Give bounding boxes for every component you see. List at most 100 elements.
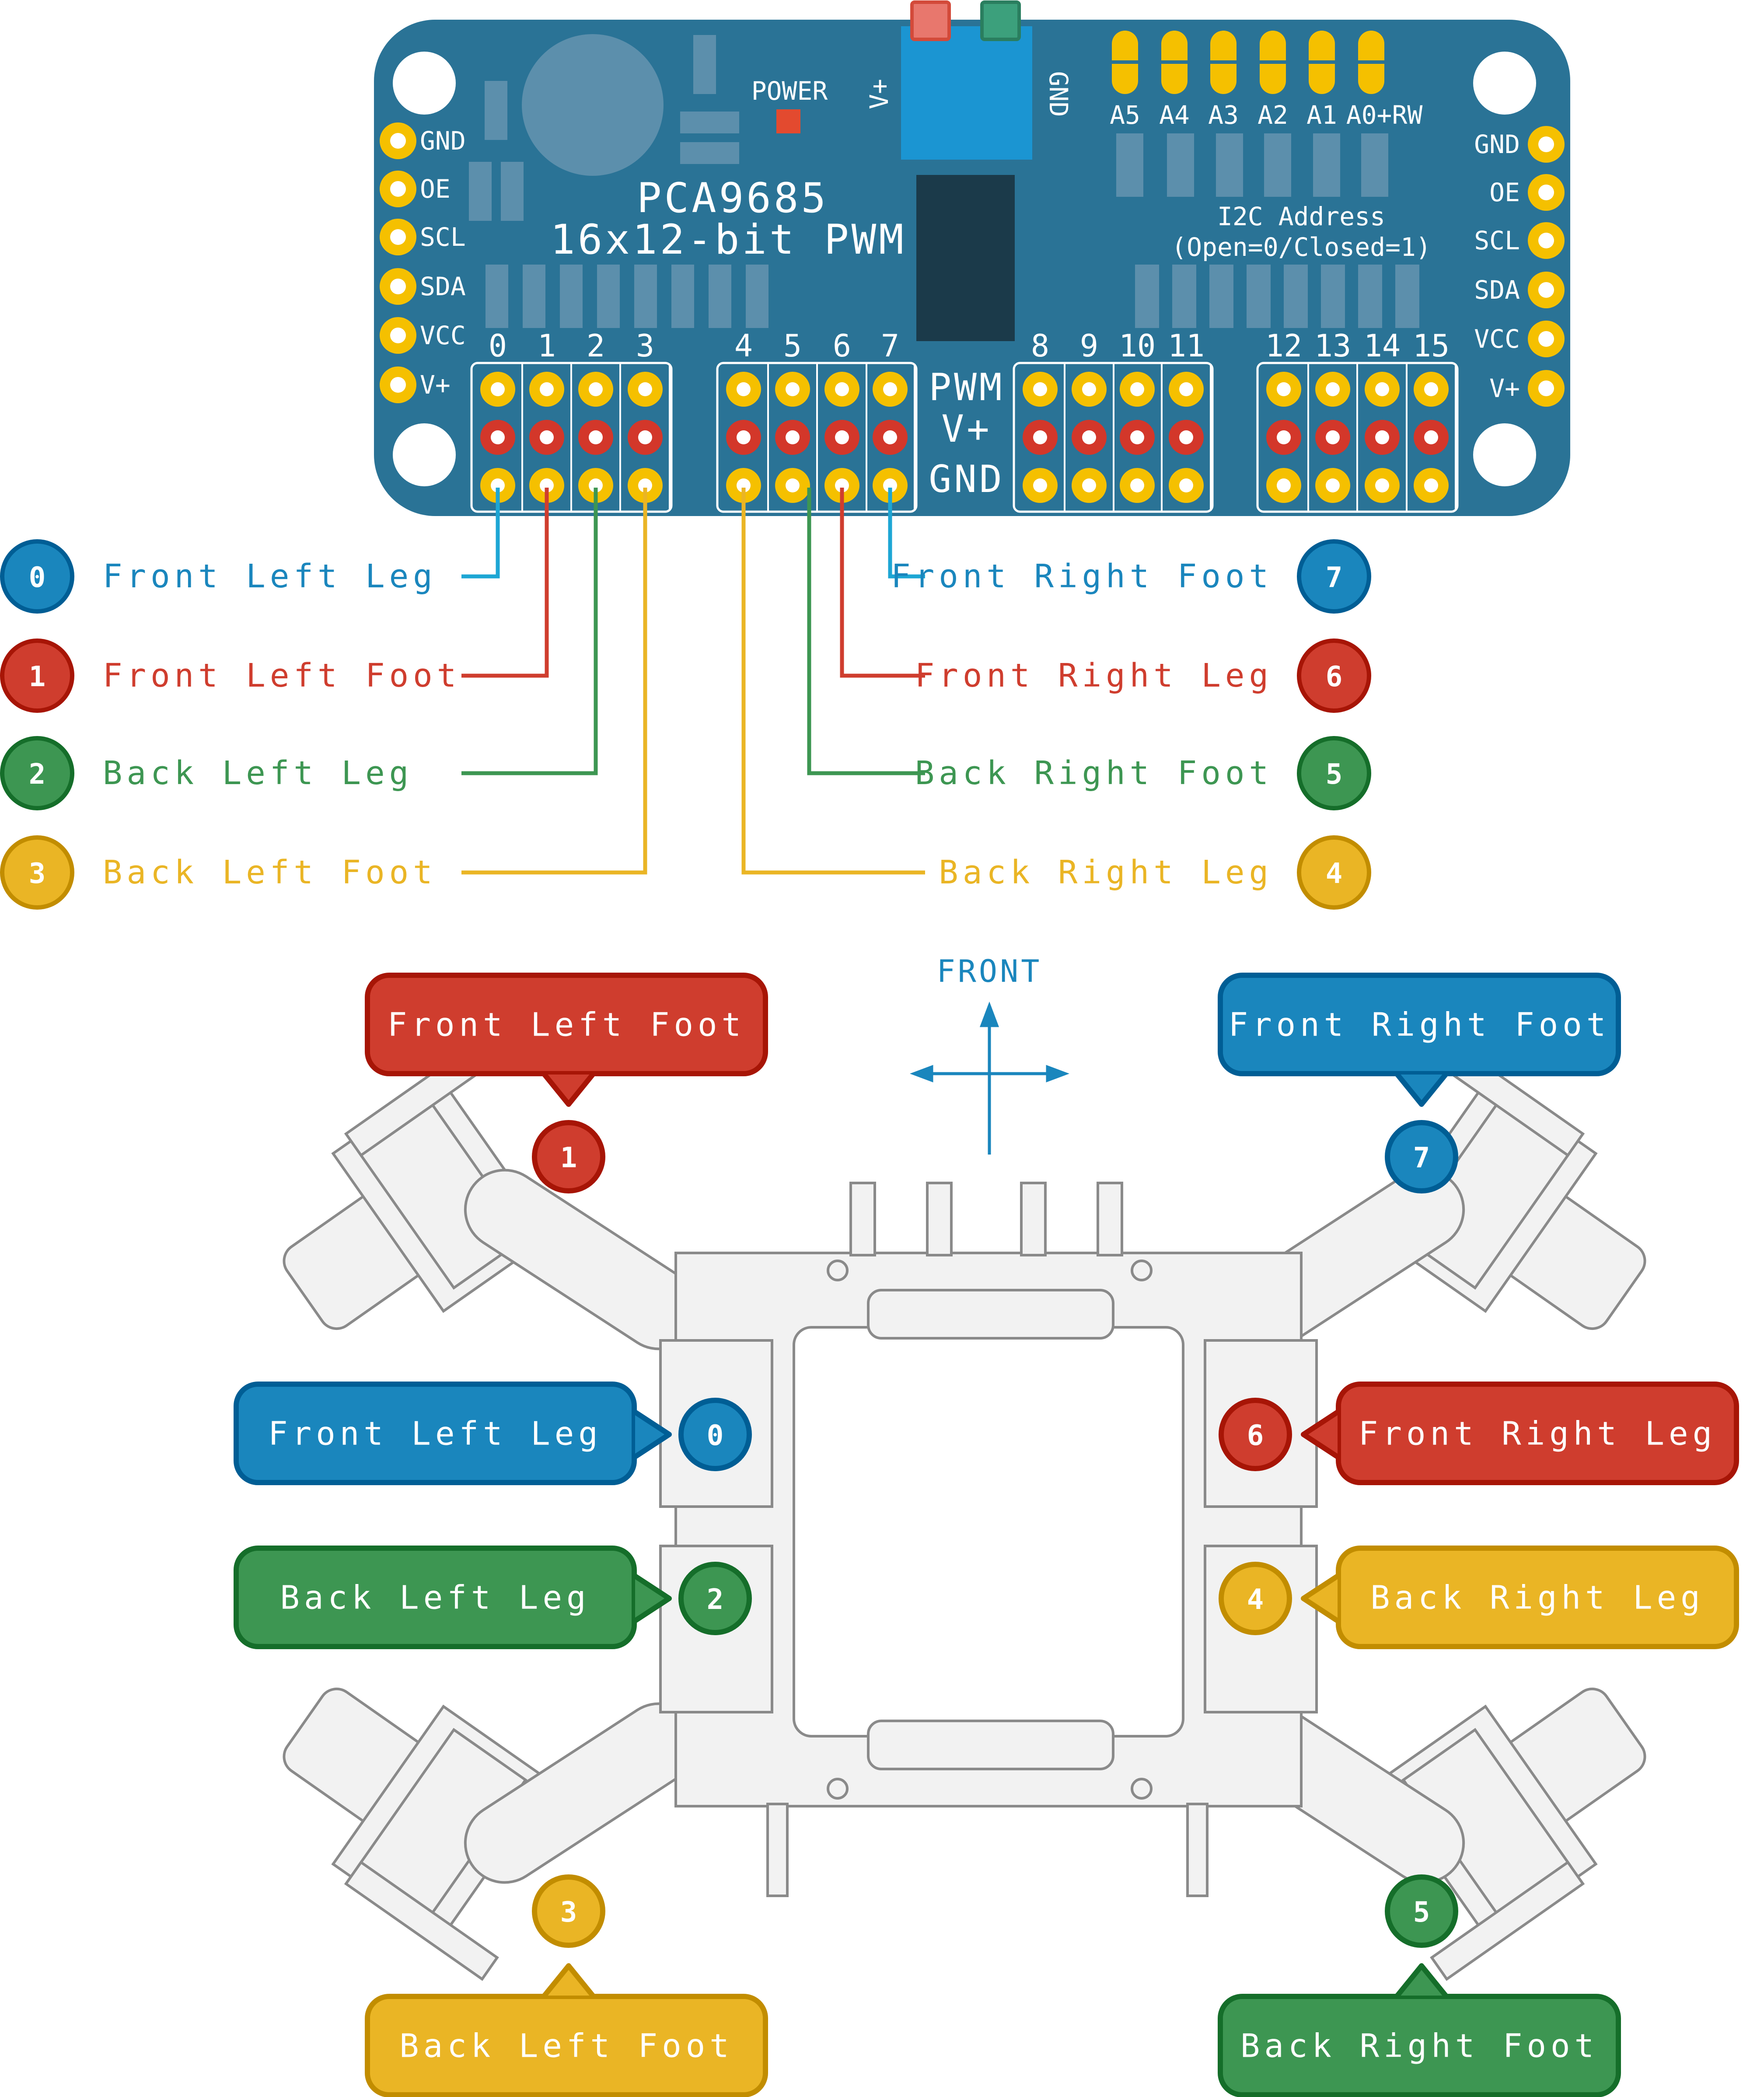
- servo-badge-number: 1: [560, 1142, 577, 1174]
- smd-components: [469, 35, 1419, 328]
- address-pin-label: A4: [1159, 100, 1190, 130]
- bottom-post-left: [766, 1803, 789, 1897]
- channel-number: 2: [587, 328, 605, 364]
- wire-ch2: [461, 488, 598, 775]
- right-pin-label: VCC: [1474, 324, 1520, 354]
- callout-front-left-foot: Front Left Foot 1: [365, 973, 768, 1193]
- callout-pointer: [630, 1572, 672, 1625]
- terminal-gnd-label: GND: [1044, 71, 1073, 117]
- wire-ch1: [461, 488, 549, 678]
- screw-hole: [1131, 1260, 1153, 1281]
- callout-pointer: [1393, 1963, 1450, 2001]
- slot-top: [867, 1289, 1114, 1340]
- channel-number: 11: [1168, 328, 1205, 364]
- row-label-pwm: PWM: [929, 366, 1004, 409]
- terminal-vplus-label: V+: [864, 79, 894, 109]
- channel-number: 6: [833, 328, 851, 364]
- leg-assembly-back-left: [283, 1687, 553, 1981]
- servo-badge: [1219, 1562, 1292, 1635]
- legend-badge-number: 5: [1326, 758, 1343, 791]
- servo-badge: [532, 1120, 605, 1193]
- slot-bottom: [867, 1720, 1114, 1770]
- right-pin-label: GND: [1474, 129, 1520, 159]
- address-pin-label: A3: [1208, 100, 1239, 130]
- address-pin-label: A2: [1258, 100, 1288, 130]
- callout-pointer: [1301, 1408, 1343, 1461]
- body-window: [793, 1326, 1184, 1738]
- right-pin-label: SDA: [1474, 275, 1520, 305]
- servo-callouts: Front Left Foot 1 Front Right Foot 7 Front L…: [234, 973, 1739, 2097]
- left-pin-label: SDA: [420, 272, 466, 301]
- screw-hole: [1131, 1778, 1153, 1800]
- servo-badge: [1385, 1874, 1458, 1948]
- header-group-outline: [716, 362, 918, 513]
- wire-ch4: [741, 488, 925, 875]
- bottom-post-right: [1186, 1803, 1209, 1897]
- legend-badge: [1297, 639, 1371, 713]
- servo-badge-number: 4: [1247, 1584, 1264, 1616]
- legend-label: Back Right Leg: [939, 854, 1273, 891]
- pca9685-chip: [916, 175, 1015, 341]
- legend-badge-number: 3: [29, 858, 46, 890]
- board-name: PCA9685: [637, 174, 828, 222]
- legend-badge-number: 4: [1326, 858, 1343, 890]
- legend-badge: [1297, 835, 1371, 910]
- callout-front-right-foot: Front Right Foot 7: [1218, 973, 1621, 1193]
- channel-number: 14: [1364, 328, 1401, 364]
- servo-badge-number: 6: [1247, 1420, 1264, 1452]
- legend-label: Back Left Foot: [103, 854, 437, 891]
- channel-number: 0: [489, 328, 507, 364]
- terminal-screw-red: [910, 0, 951, 41]
- callout-label: Front Left Foot: [388, 1006, 745, 1044]
- left-pin-label: V+: [420, 370, 451, 400]
- wire-ch0: [461, 488, 500, 579]
- callout-label: Back Left Foot: [399, 2027, 734, 2065]
- top-fins: [849, 1182, 1123, 1256]
- wire-ch6: [840, 488, 925, 678]
- callout-label: Front Right Foot: [1229, 1006, 1610, 1044]
- callout-pointer: [1393, 1069, 1450, 1107]
- wire-ch3: [461, 488, 647, 875]
- legend-badge-number: 6: [1326, 661, 1343, 693]
- terminal-screw-green: [980, 0, 1021, 41]
- wire-ch7: [888, 488, 925, 579]
- legend-label: Back Right Foot: [915, 754, 1273, 792]
- header-group-outline: [1013, 362, 1214, 513]
- legend-badge: [1297, 736, 1371, 810]
- legend-badge: [0, 736, 74, 810]
- channel-number: 15: [1413, 328, 1450, 364]
- legend-label: Front Left Leg: [103, 558, 437, 595]
- legend-label: Back Left Leg: [103, 754, 413, 792]
- legend-badge-number: 2: [29, 758, 46, 791]
- power-label: POWER: [751, 76, 828, 106]
- callout-pointer: [630, 1408, 672, 1461]
- servo-badge: [678, 1562, 752, 1635]
- mounting-hole: [1473, 52, 1536, 115]
- callout-pointer: [540, 1963, 597, 2001]
- legend-badge: [0, 539, 74, 614]
- legend-label: Front Left Foot: [103, 657, 461, 694]
- servo-badge-number: 7: [1413, 1142, 1430, 1174]
- servo-badge-number: 2: [707, 1584, 724, 1616]
- right-pin-label: V+: [1489, 373, 1520, 403]
- address-pin-label: A1: [1306, 100, 1337, 130]
- row-label-gnd: GND: [929, 457, 1004, 501]
- board-subtitle: 16x12-bit PWM: [550, 216, 906, 264]
- left-pin-label: SCL: [420, 222, 466, 252]
- servo-badge: [678, 1398, 752, 1471]
- channel-number: 10: [1119, 328, 1156, 364]
- channel-number: 7: [881, 328, 899, 364]
- mounting-hole: [393, 423, 456, 486]
